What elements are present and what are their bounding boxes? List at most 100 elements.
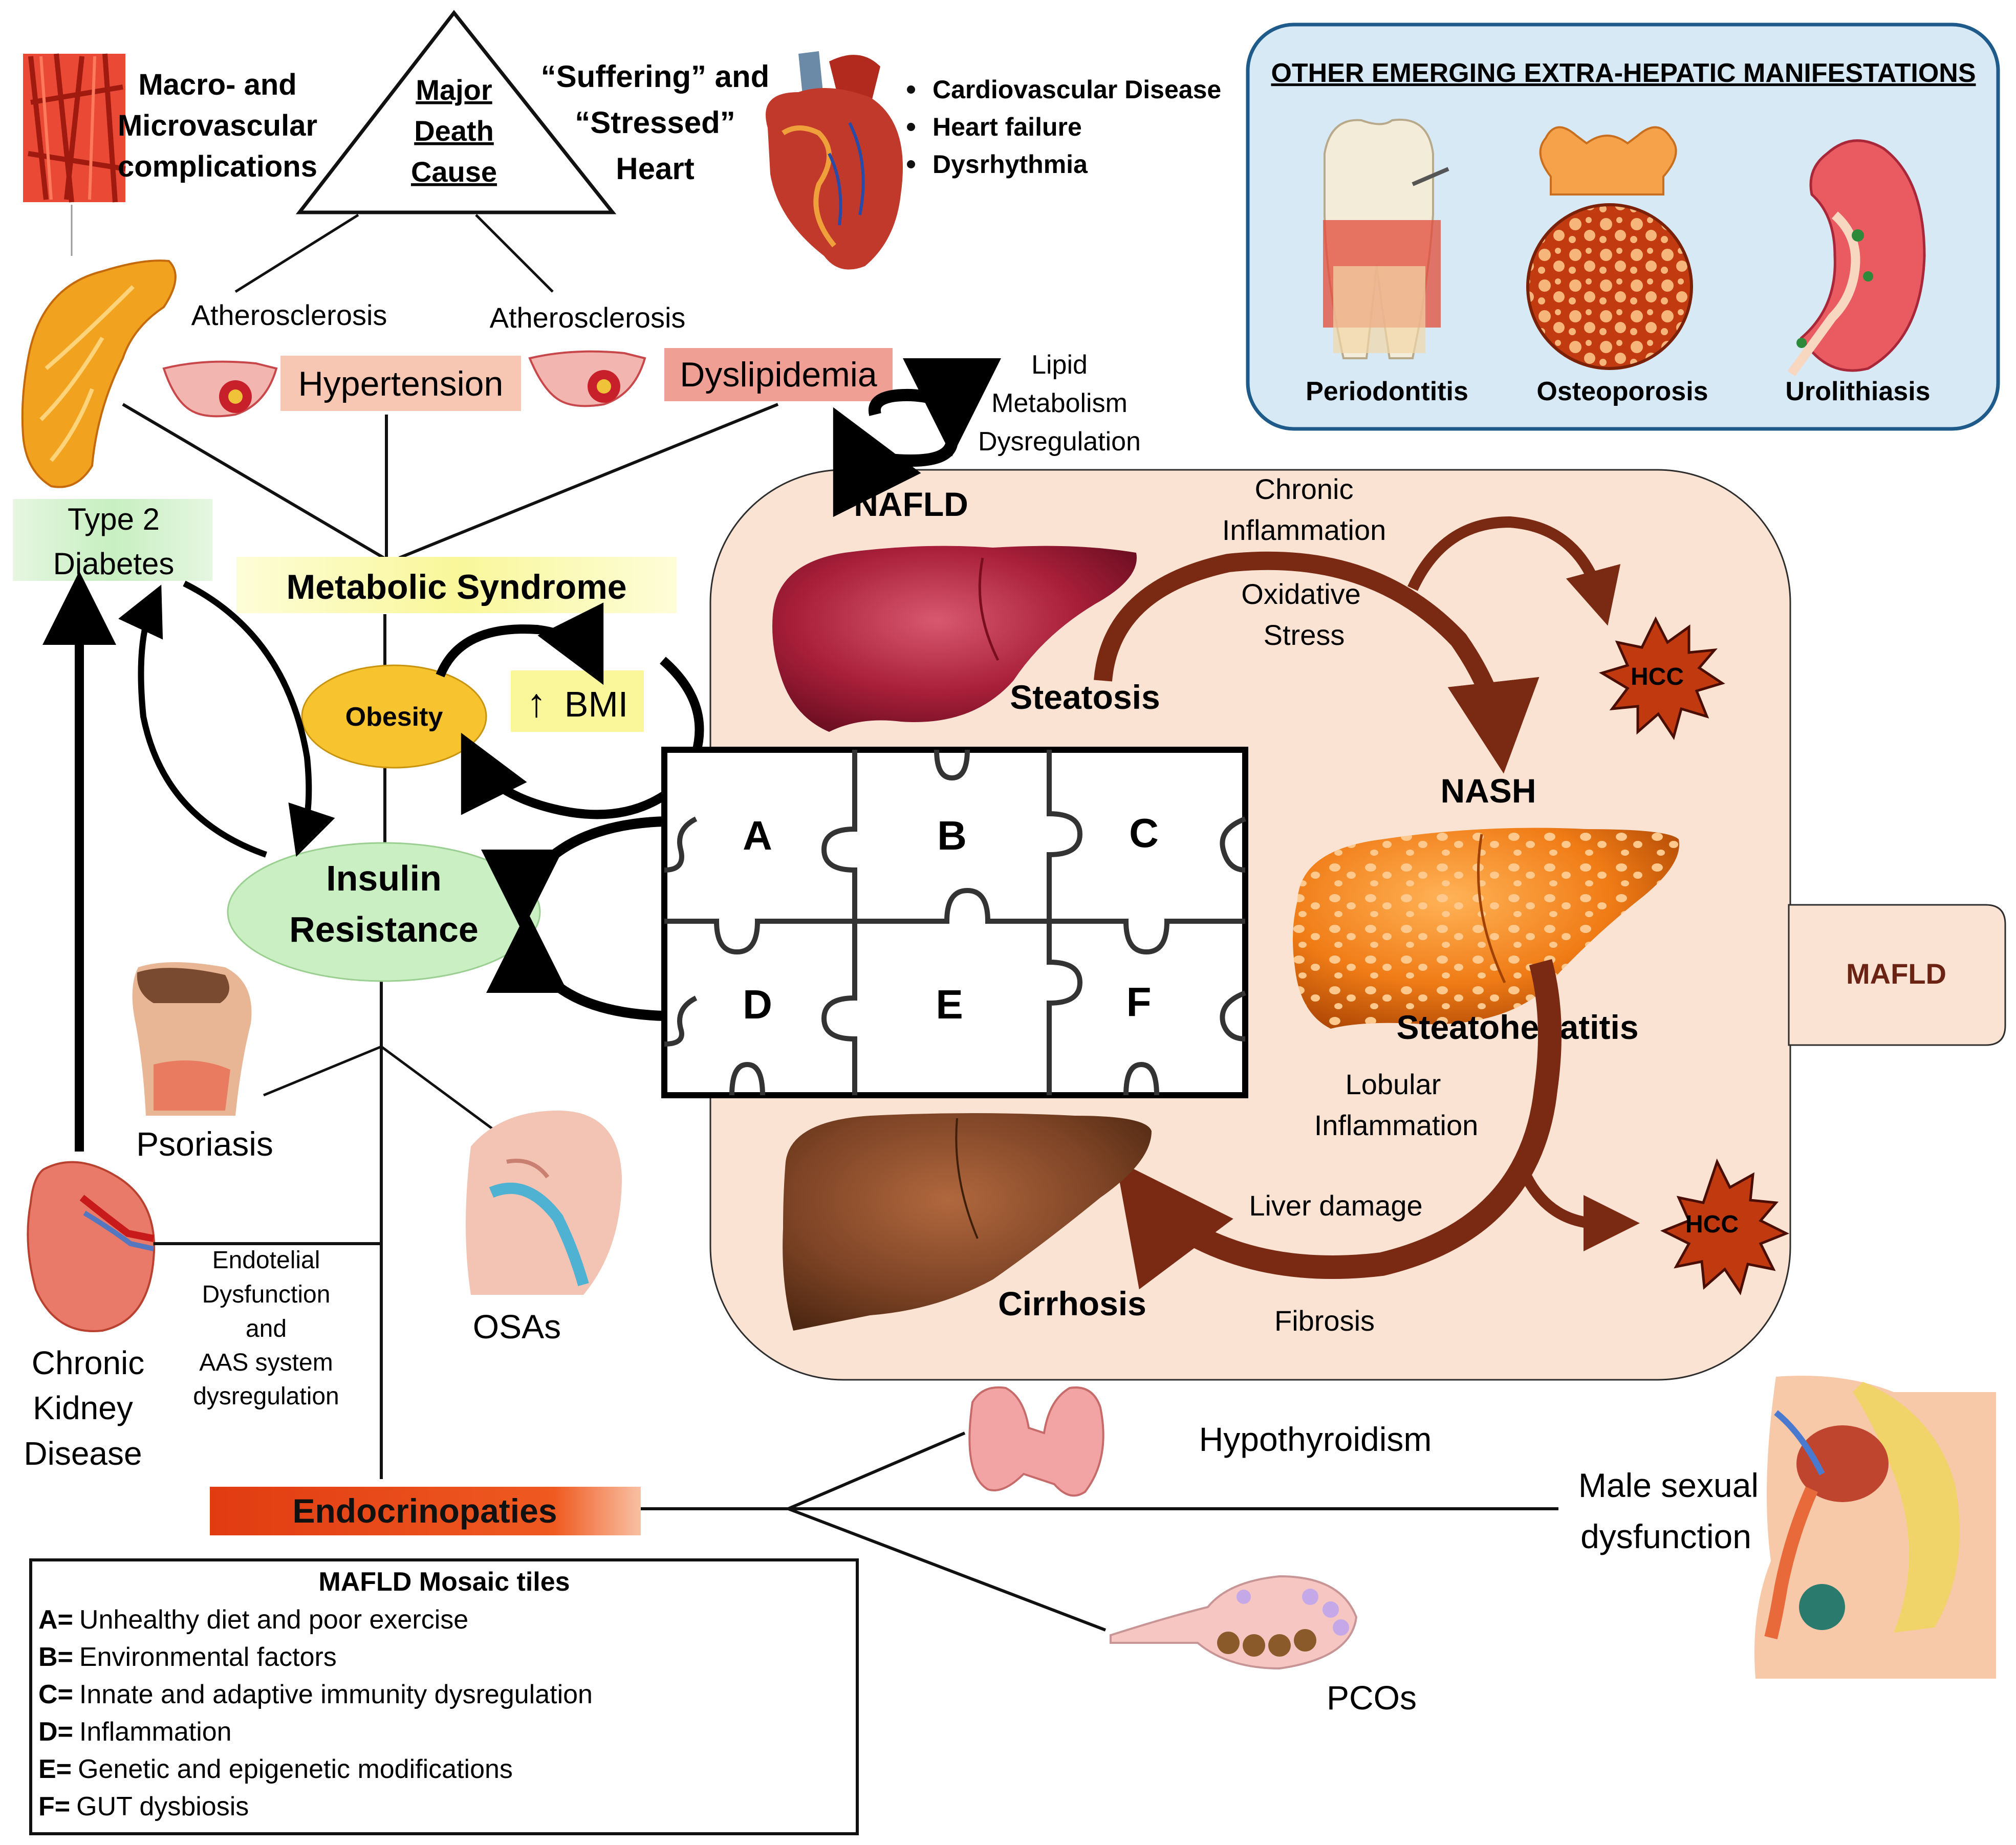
death-triangle — [295, 10, 617, 214]
atherosclerosis-right: Atherosclerosis — [490, 301, 686, 334]
male-dysfunction-line-1: Male sexual — [1578, 1466, 1759, 1504]
liver-damage-label: Liver damage — [1249, 1189, 1422, 1222]
line-triangle-right — [475, 214, 554, 293]
arrow-puzzle-to-ir-top — [481, 816, 665, 931]
cardio-bullets: Cardiovascular Disease Heart failure Dys… — [907, 75, 1221, 179]
type2-diabetes-line-1: Type 2 — [68, 502, 160, 536]
obesity-label: Obesity — [345, 702, 443, 732]
lobular-inflammation-2: Inflammation — [1314, 1109, 1479, 1141]
periodontitis-label: Periodontitis — [1306, 377, 1468, 406]
hcc-top-star — [1598, 616, 1725, 740]
dyslipidemia-box — [664, 348, 893, 401]
nash-liver-illustration — [1293, 828, 1679, 1029]
puzzle-tile-d: D — [743, 982, 772, 1027]
type2-diabetes-box — [13, 499, 212, 581]
micro-label-3: complications — [118, 150, 317, 183]
line-dyslipidemia-ms — [398, 403, 779, 559]
fibrosis-label: Fibrosis — [1274, 1305, 1375, 1337]
nash-label: NASH — [1440, 772, 1536, 810]
triangle-line-3: Cause — [411, 156, 497, 188]
puzzle-tile-c: C — [1129, 810, 1159, 856]
lipid-label-2: Metabolism — [991, 388, 1128, 418]
legend-entry-a: A=Unhealthy diet and poor exercise — [38, 1605, 468, 1635]
triangle-line-1: Major — [416, 74, 492, 106]
arrow-bmi-to-obesity — [461, 657, 704, 819]
bmi-up-arrow-icon: ↑ — [527, 680, 547, 725]
hypothyroidism-label: Hypothyroidism — [1199, 1420, 1432, 1458]
osas-illustration — [466, 1111, 622, 1295]
mafld-tab — [1788, 904, 2006, 1046]
legend-entry-f: F=GUT dysbiosis — [38, 1792, 249, 1821]
arrow-nash-to-cirrhosis — [1115, 959, 1562, 1290]
urolithiasis-label: Urolithiasis — [1785, 377, 1930, 406]
thyroid-illustration — [968, 1386, 1104, 1497]
mosaic-legend-entries: A=Unhealthy diet and poor exercise B=Env… — [38, 1605, 593, 1821]
periodontitis-illustration — [1323, 118, 1449, 359]
legend-entry-d: D=Inflammation — [38, 1717, 232, 1747]
bullet-heart-failure: Heart failure — [933, 113, 1082, 141]
type2-diabetes-line-2: Diabetes — [53, 547, 175, 581]
metabolic-syndrome-label: Metabolic Syndrome — [286, 568, 626, 606]
hypertension-box — [280, 356, 521, 411]
line-pancreas-ms — [122, 403, 385, 559]
ckd-label-3: Disease — [24, 1435, 142, 1472]
heart-label-3: Heart — [616, 151, 694, 186]
hcc-bottom-label: HCC — [1685, 1211, 1739, 1238]
arrow-ir-to-t2d — [118, 584, 267, 858]
endothelial-line-2: Dysfunction — [202, 1281, 331, 1308]
triangle-line-2: Death — [414, 115, 494, 147]
hypertension-label: Hypertension — [298, 364, 504, 403]
endothelial-line-5: dysregulation — [193, 1383, 339, 1410]
blood-vessels-illustration — [23, 53, 126, 203]
steatohepatitis-label: Steatohepatitis — [1396, 1008, 1638, 1046]
lipid-cycle-icon — [833, 358, 1001, 517]
line-endo-thyroid — [787, 1431, 966, 1510]
hcc-bottom-star — [1660, 1158, 1790, 1295]
kidney-illustration — [27, 1161, 156, 1332]
micro-label-1: Macro- and — [138, 68, 296, 101]
bullet-dysrhythmia: Dysrhythmia — [933, 150, 1088, 179]
lipid-label-3: Dysregulation — [978, 427, 1141, 457]
obesity-ellipse — [301, 664, 487, 769]
ovary-illustration — [1110, 1575, 1358, 1670]
psoriasis-illustration — [132, 962, 252, 1116]
puzzle-tile-e: E — [936, 982, 963, 1027]
arrow-t2d-to-ir — [183, 580, 335, 857]
nafld-label: NAFLD — [854, 485, 968, 523]
urolithiasis-illustration — [1787, 139, 1926, 377]
mosaic-legend-box — [29, 1558, 859, 1835]
micro-label-2: Microvascular — [118, 109, 317, 142]
line-triangle-left — [234, 213, 359, 293]
arrow-to-hcc-bottom — [1514, 1160, 1640, 1251]
heart-label-2: “Stressed” — [575, 105, 735, 140]
line-spine-osas — [380, 1045, 500, 1135]
puzzle-tile-b: B — [937, 813, 967, 858]
insulin-resistance-line-1: Insulin — [326, 858, 442, 898]
psoriasis-label: Psoriasis — [136, 1125, 273, 1163]
pancreas-illustration — [21, 259, 177, 488]
oxidative-stress-1: Oxidative — [1241, 578, 1360, 610]
artery-icon-left — [162, 360, 278, 418]
heart-label-1: “Suffering” and — [541, 59, 770, 94]
legend-entry-c: C=Innate and adaptive immunity dysregula… — [38, 1680, 593, 1709]
endothelial-line-1: Endotelial — [212, 1247, 320, 1274]
extra-hepatic-title: OTHER EMERGING EXTRA-HEPATIC MANIFESTATI… — [1271, 58, 1976, 88]
dyslipidemia-label: Dyslipidemia — [680, 355, 877, 394]
chronic-inflammation-2: Inflammation — [1222, 514, 1386, 546]
arrow-to-hcc-top — [1407, 516, 1621, 626]
endocrinopathies-label: Endocrinopaties — [292, 1492, 557, 1530]
steatosis-label: Steatosis — [1010, 678, 1160, 716]
cirrhosis-label: Cirrhosis — [998, 1285, 1146, 1322]
insulin-resistance-line-2: Resistance — [289, 909, 479, 949]
nafld-liver-illustration — [772, 546, 1137, 732]
cirrhosis-liver-illustration — [783, 1113, 1152, 1331]
pcos-label: PCOs — [1327, 1679, 1417, 1717]
osteoporosis-illustration — [1526, 126, 1693, 370]
osteoporosis-label: Osteoporosis — [1536, 377, 1708, 406]
mosaic-legend-title: MAFLD Mosaic tiles — [318, 1567, 570, 1597]
legend-entry-e: E=Genetic and epigenetic modifications — [38, 1754, 513, 1784]
line-spine-psoriasis — [263, 1045, 382, 1097]
heart-illustration — [766, 51, 903, 270]
puzzle-tile-f: F — [1126, 979, 1152, 1025]
arrow-obesity-to-bmi — [436, 602, 604, 685]
